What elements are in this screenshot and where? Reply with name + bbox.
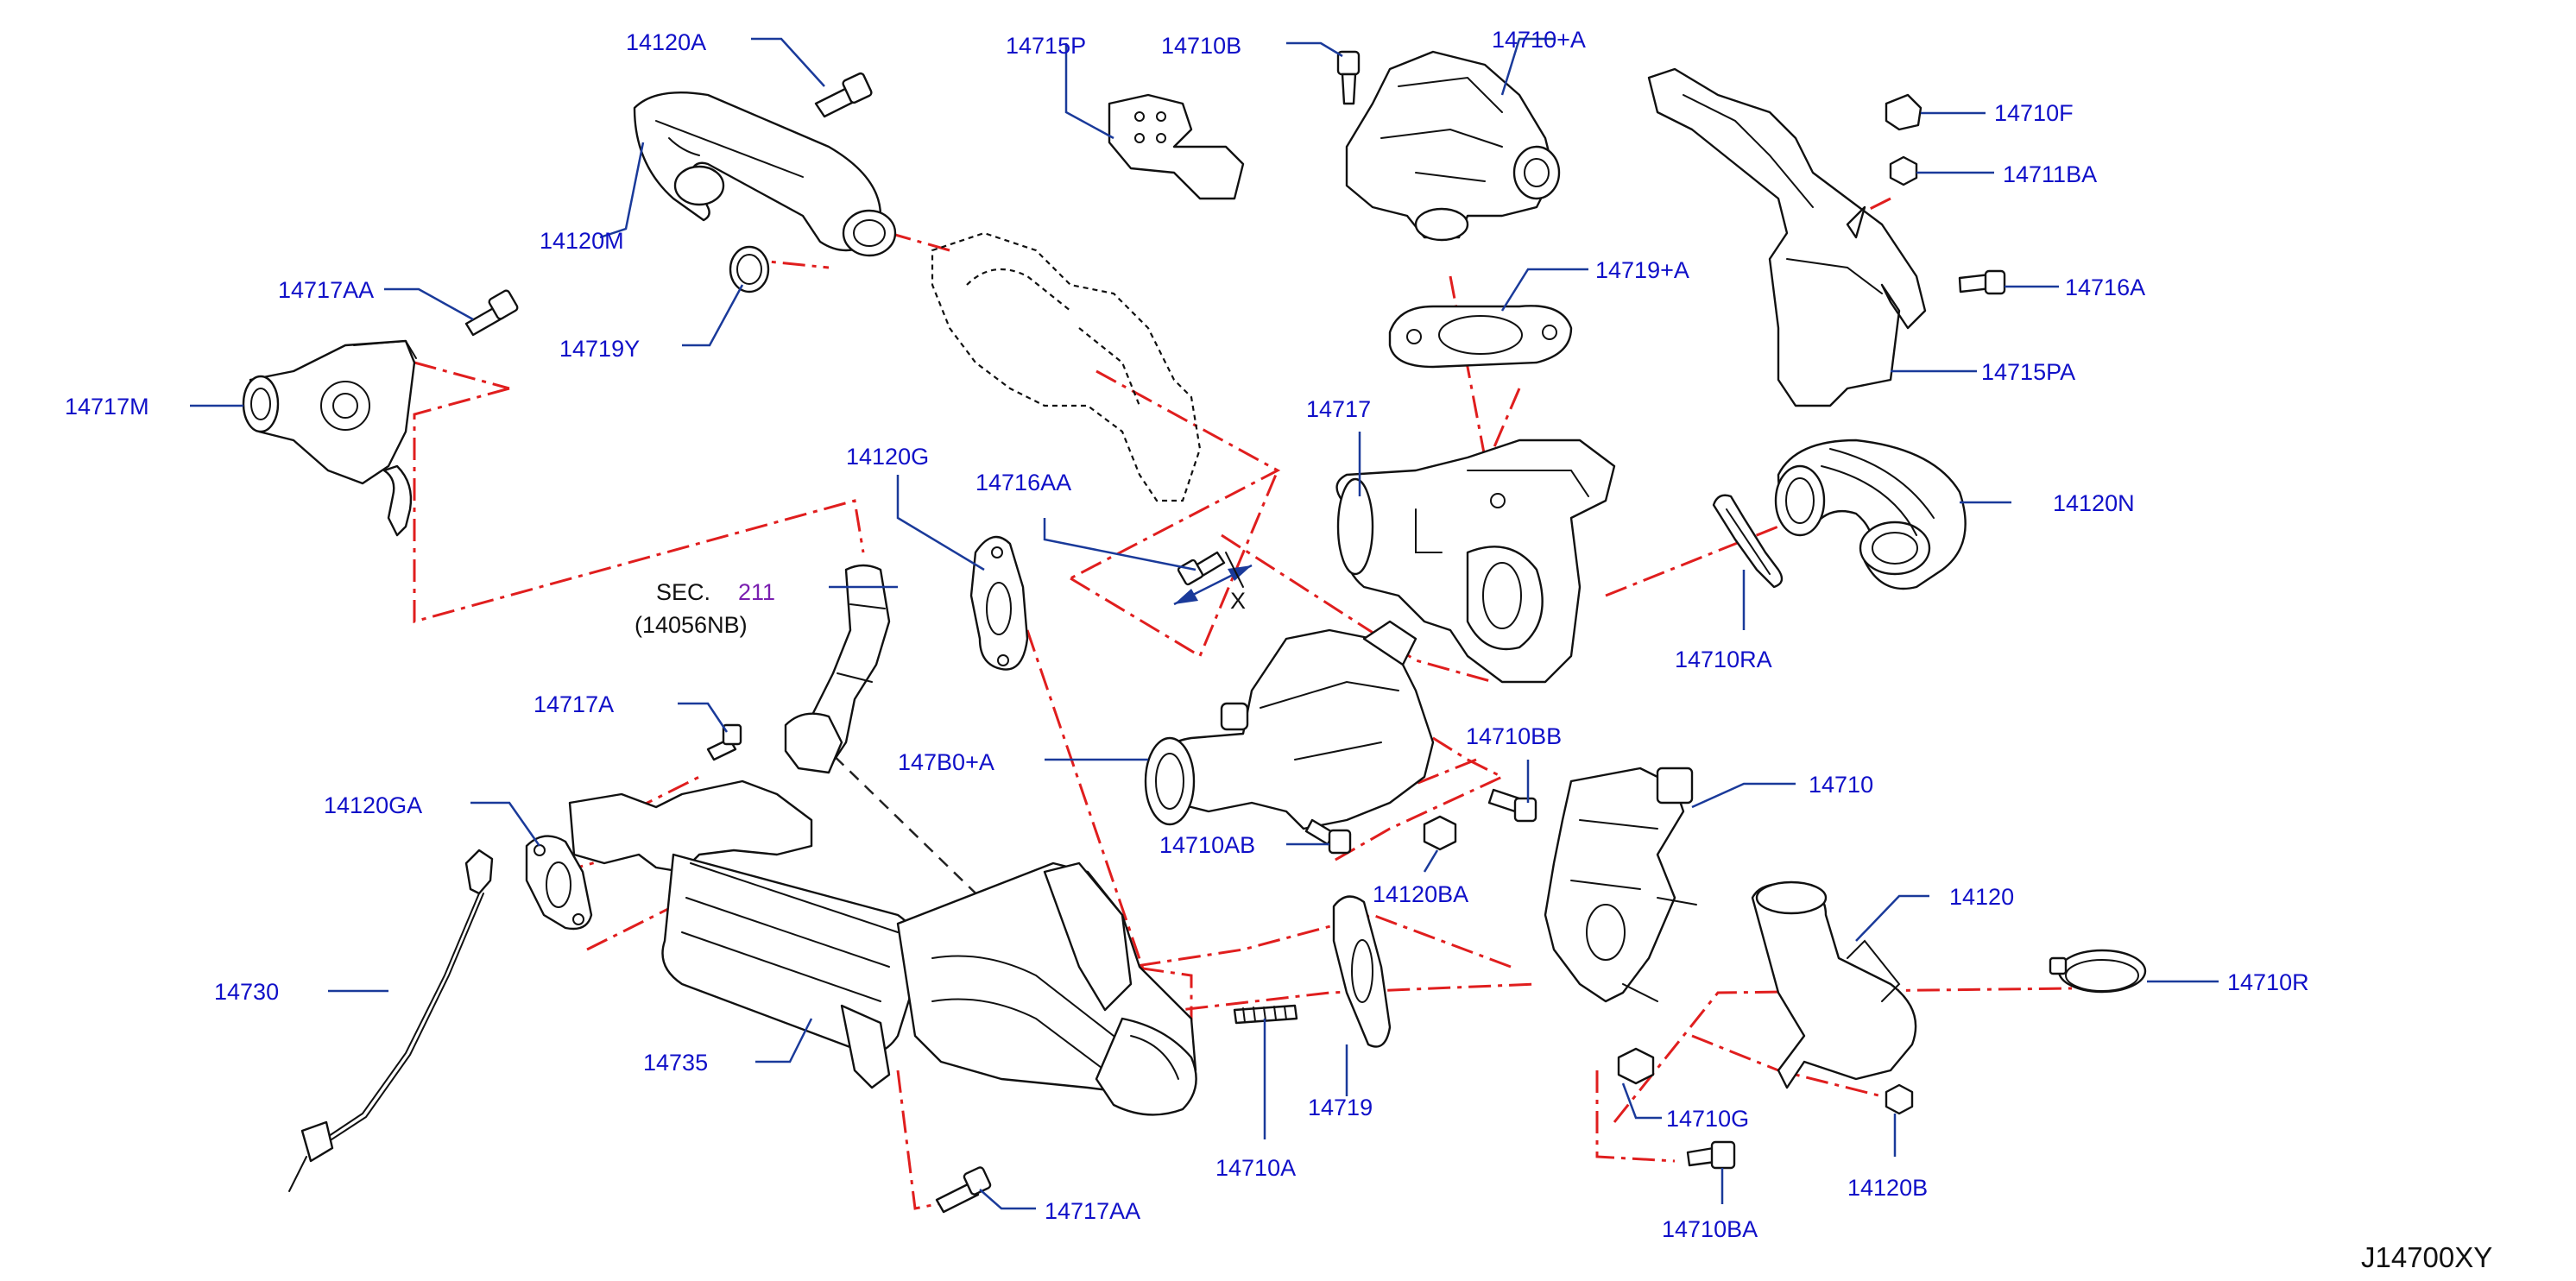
label-14719y: 14719Y — [559, 336, 640, 362]
label-14710f: 14710F — [1994, 100, 2074, 126]
egr-valve-14710a-plus — [1345, 50, 1561, 242]
gasket-14120g — [969, 535, 1029, 671]
valve-14717m — [242, 339, 417, 537]
clamp-14710r — [2049, 949, 2147, 994]
nut-14711ba — [1889, 155, 1918, 186]
gasket-14719a-plus — [1388, 305, 1573, 369]
label-14120n: 14120N — [2053, 490, 2135, 516]
bolt-14120a — [814, 72, 873, 118]
nut-14120ba — [1423, 815, 1457, 851]
clamp-14710ra — [1712, 494, 1784, 589]
label-sec-prefix: SEC. — [656, 579, 710, 605]
drawing-id: J14700XY — [2361, 1241, 2492, 1273]
bolt-14717a — [706, 723, 742, 761]
label-14717a: 14717A — [534, 691, 614, 717]
label-14715pa: 14715PA — [1981, 359, 2075, 385]
label-14711ba: 14711BA — [2003, 161, 2097, 187]
bolt-14716aa — [1173, 551, 1253, 606]
label-147b0a-plus: 147B0+A — [898, 749, 994, 775]
label-14120b: 14120B — [1847, 1175, 1928, 1201]
label-14710a-plus: 14710+A — [1492, 27, 1586, 53]
label-14717aa-top: 14717AA — [278, 277, 374, 303]
egr-valve-14710 — [1544, 767, 1697, 1003]
label-14710ra: 14710RA — [1675, 647, 1772, 672]
egr-cooler-14735 — [568, 779, 1197, 1116]
label-dimension-x: X — [1230, 588, 1246, 614]
label-sec-number: 211 — [738, 579, 775, 605]
label-14710ab: 14710AB — [1159, 832, 1255, 858]
label-14120: 14120 — [1949, 884, 2014, 910]
label-14120g: 14120G — [846, 444, 929, 470]
tube-sec211 — [784, 564, 891, 774]
connector-14710f — [1885, 93, 1923, 131]
label-14710r: 14710R — [2227, 969, 2309, 995]
label-14710g: 14710G — [1666, 1106, 1749, 1132]
label-14730: 14730 — [214, 979, 279, 1005]
label-sec-sub: (14056NB) — [635, 612, 748, 638]
gasket-14719y — [729, 245, 770, 293]
valve-body-147b0a-plus — [1144, 620, 1435, 830]
gasket-14719 — [1332, 895, 1392, 1048]
label-14710: 14710 — [1809, 772, 1873, 798]
intake-manifold-phantom — [931, 231, 1202, 502]
label-14717aa-bottom: 14717AA — [1045, 1198, 1140, 1224]
nut-14710g — [1617, 1047, 1655, 1085]
bolt-14710bb — [1487, 788, 1537, 823]
label-14120ba: 14120BA — [1373, 881, 1468, 907]
label-14719a-plus: 14719+A — [1595, 257, 1689, 283]
label-14719: 14719 — [1308, 1095, 1373, 1120]
gasket-14120ga — [525, 835, 593, 931]
pipe-14120 — [1751, 880, 1917, 1089]
label-14120a: 14120A — [626, 29, 706, 55]
bolt-14717aa-bottom — [935, 1166, 992, 1214]
label-14716aa: 14716AA — [975, 470, 1071, 495]
egr-pipe-14120m — [633, 91, 897, 257]
bracket-14715pa — [1647, 67, 1927, 407]
hose-14120n — [1774, 439, 1967, 590]
label-14735: 14735 — [643, 1050, 708, 1076]
nut-14120b — [1885, 1083, 1914, 1115]
stud-14710a — [1233, 1004, 1298, 1025]
label-14120ga: 14120GA — [324, 792, 422, 818]
label-14710ba: 14710BA — [1662, 1216, 1758, 1242]
bolt-14717aa-top — [464, 289, 519, 337]
bolt-14710ba — [1686, 1140, 1736, 1170]
bolt-14710ab — [1304, 818, 1352, 855]
bracket-14715p — [1108, 93, 1245, 200]
label-14120m: 14120M — [540, 228, 624, 254]
label-14717m: 14717M — [65, 394, 149, 420]
bolt-14710b — [1336, 50, 1361, 105]
label-14715p: 14715P — [1006, 33, 1086, 59]
label-14710bb: 14710BB — [1466, 723, 1562, 749]
label-14717: 14717 — [1306, 396, 1371, 422]
egr-housing-14717 — [1335, 439, 1616, 684]
leader-lines — [190, 37, 2219, 1210]
label-14710b: 14710B — [1161, 33, 1241, 59]
label-14716a: 14716A — [2065, 274, 2145, 300]
bolt-14716a — [1958, 269, 2006, 295]
label-14710a: 14710A — [1215, 1155, 1296, 1181]
callout-labels: 14120A 14120M 14719Y 14717AA 14717M 1471… — [65, 27, 2492, 1273]
temp-sensor-14730 — [288, 849, 494, 1192]
